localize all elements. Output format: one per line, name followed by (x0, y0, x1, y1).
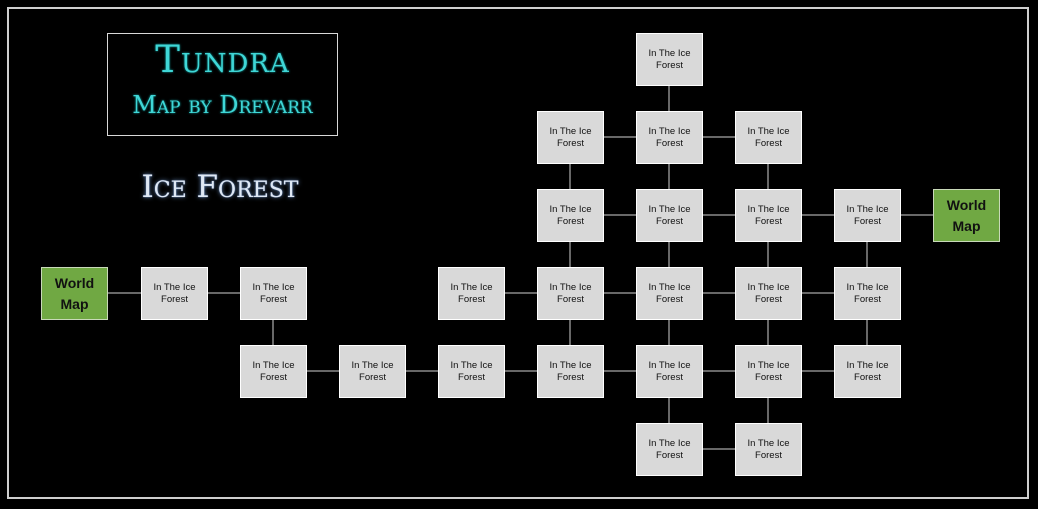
room-tile[interactable]: In The Ice Forest (735, 189, 802, 242)
room-label: In The Ice Forest (648, 437, 691, 461)
room-tile[interactable]: In The Ice Forest (735, 423, 802, 476)
room-tile[interactable]: In The Ice Forest (636, 111, 703, 164)
room-label: In The Ice Forest (252, 281, 295, 305)
room-label: In The Ice Forest (549, 125, 592, 149)
room-tile[interactable]: In The Ice Forest (537, 345, 604, 398)
room-label: In The Ice Forest (846, 359, 889, 383)
room-tile[interactable]: In The Ice Forest (240, 267, 307, 320)
room-tile[interactable]: In The Ice Forest (537, 111, 604, 164)
room-tile[interactable]: In The Ice Forest (735, 267, 802, 320)
room-tile[interactable]: In The Ice Forest (240, 345, 307, 398)
room-label: In The Ice Forest (648, 47, 691, 71)
room-label: In The Ice Forest (648, 203, 691, 227)
room-label: In The Ice Forest (747, 281, 790, 305)
room-label: In The Ice Forest (747, 437, 790, 461)
room-label: In The Ice Forest (549, 203, 592, 227)
room-label: In The Ice Forest (648, 359, 691, 383)
room-tile[interactable]: In The Ice Forest (636, 345, 703, 398)
room-tile[interactable]: In The Ice Forest (735, 111, 802, 164)
room-label: In The Ice Forest (747, 203, 790, 227)
room-label: In The Ice Forest (153, 281, 196, 305)
room-tile[interactable]: In The Ice Forest (438, 345, 505, 398)
room-label: In The Ice Forest (549, 281, 592, 305)
room-label: World Map (54, 274, 95, 312)
room-tile[interactable]: In The Ice Forest (636, 423, 703, 476)
world-map-exit[interactable]: World Map (933, 189, 1000, 242)
world-map-exit[interactable]: World Map (41, 267, 108, 320)
room-label: In The Ice Forest (450, 359, 493, 383)
map-credit: Map by Drevarr (132, 91, 313, 119)
room-tile[interactable]: In The Ice Forest (537, 189, 604, 242)
room-tile[interactable]: In The Ice Forest (834, 189, 901, 242)
room-label: In The Ice Forest (351, 359, 394, 383)
room-tile[interactable]: In The Ice Forest (735, 345, 802, 398)
room-label: In The Ice Forest (747, 359, 790, 383)
room-tile[interactable]: In The Ice Forest (141, 267, 208, 320)
room-tile[interactable]: In The Ice Forest (438, 267, 505, 320)
room-label: In The Ice Forest (846, 203, 889, 227)
room-tile[interactable]: In The Ice Forest (636, 33, 703, 86)
map-frame (7, 7, 1029, 499)
map-title: Tundra (155, 38, 290, 81)
room-label: In The Ice Forest (549, 359, 592, 383)
title-box: Tundra Map by Drevarr (107, 33, 338, 136)
room-tile[interactable]: In The Ice Forest (636, 267, 703, 320)
room-tile[interactable]: In The Ice Forest (834, 345, 901, 398)
room-tile[interactable]: In The Ice Forest (537, 267, 604, 320)
room-label: World Map (946, 196, 987, 234)
room-label: In The Ice Forest (846, 281, 889, 305)
room-label: In The Ice Forest (450, 281, 493, 305)
room-label: In The Ice Forest (252, 359, 295, 383)
room-label: In The Ice Forest (747, 125, 790, 149)
room-label: In The Ice Forest (648, 281, 691, 305)
room-label: In The Ice Forest (648, 125, 691, 149)
room-tile[interactable]: In The Ice Forest (339, 345, 406, 398)
room-tile[interactable]: In The Ice Forest (834, 267, 901, 320)
room-tile[interactable]: In The Ice Forest (636, 189, 703, 242)
area-name: Ice Forest (141, 169, 299, 205)
